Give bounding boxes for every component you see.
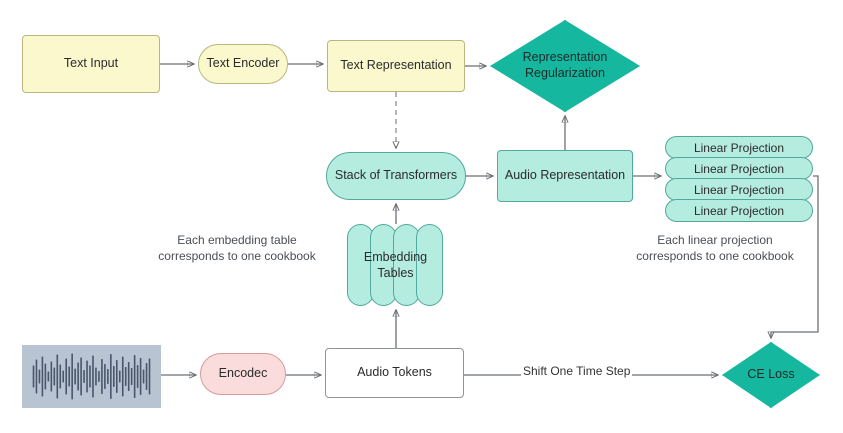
- embedding-tables-line-2: Tables: [377, 266, 414, 280]
- linear-projection-3-label: Linear Projection: [693, 182, 785, 197]
- caption-embedding-tables: Each embedding table corresponds to one …: [158, 233, 316, 264]
- node-ce-loss-label: CE Loss: [747, 367, 795, 382]
- node-linear-projection-1[interactable]: Linear Projection: [665, 136, 813, 159]
- embedding-tables-stack[interactable]: Embedding Tables: [347, 224, 444, 306]
- rep-reg-line-1: Representation: [522, 50, 608, 65]
- rep-reg-line-2: Regularization: [525, 66, 605, 80]
- node-stack-of-transformers[interactable]: Stack of Transformers: [326, 152, 466, 200]
- caption-linear-projection: Each linear projection corresponds to on…: [636, 233, 794, 264]
- embedding-tables-line-1: Embedding: [363, 249, 428, 264]
- node-ce-loss[interactable]: CE Loss: [722, 342, 820, 408]
- node-text-encoder-label: Text Encoder: [206, 56, 280, 71]
- node-audio-tokens-label: Audio Tokens: [357, 365, 432, 380]
- linear-projection-4-label: Linear Projection: [693, 203, 785, 218]
- node-representation-regularization-label: Representation Regularization: [490, 20, 640, 112]
- node-audio-tokens[interactable]: Audio Tokens: [325, 348, 464, 398]
- node-encodec-label: Encodec: [218, 366, 268, 381]
- node-text-input[interactable]: Text Input: [22, 35, 160, 93]
- embedding-table-column-1: [347, 224, 374, 306]
- node-linear-projection-3[interactable]: Linear Projection: [665, 178, 813, 201]
- node-text-input-label: Text Input: [63, 56, 119, 71]
- node-encodec[interactable]: Encodec: [200, 353, 286, 395]
- node-linear-projection-2[interactable]: Linear Projection: [665, 157, 813, 180]
- linear-projection-1-label: Linear Projection: [693, 140, 785, 155]
- linear-projection-stack: Linear Projection Linear Projection Line…: [665, 136, 813, 222]
- node-linear-projection-4[interactable]: Linear Projection: [665, 199, 813, 222]
- node-audio-representation-label: Audio Representation: [504, 168, 626, 183]
- node-text-representation[interactable]: Text Representation: [327, 40, 465, 92]
- node-stack-of-transformers-label: Stack of Transformers: [334, 168, 458, 183]
- audio-waveform-icon: [22, 345, 161, 408]
- embedding-tables-label: Embedding Tables: [347, 224, 444, 306]
- node-representation-regularization[interactable]: Representation Regularization: [490, 20, 640, 112]
- node-audio-representation[interactable]: Audio Representation: [497, 150, 633, 202]
- edge-label-shift-one-time-step: Shift One Time Step: [521, 364, 633, 378]
- linear-projection-2-label: Linear Projection: [693, 161, 785, 176]
- node-text-encoder[interactable]: Text Encoder: [198, 44, 288, 84]
- node-text-representation-label: Text Representation: [340, 58, 452, 73]
- waveform-bars: [32, 353, 151, 400]
- embedding-table-column-4: [416, 224, 443, 306]
